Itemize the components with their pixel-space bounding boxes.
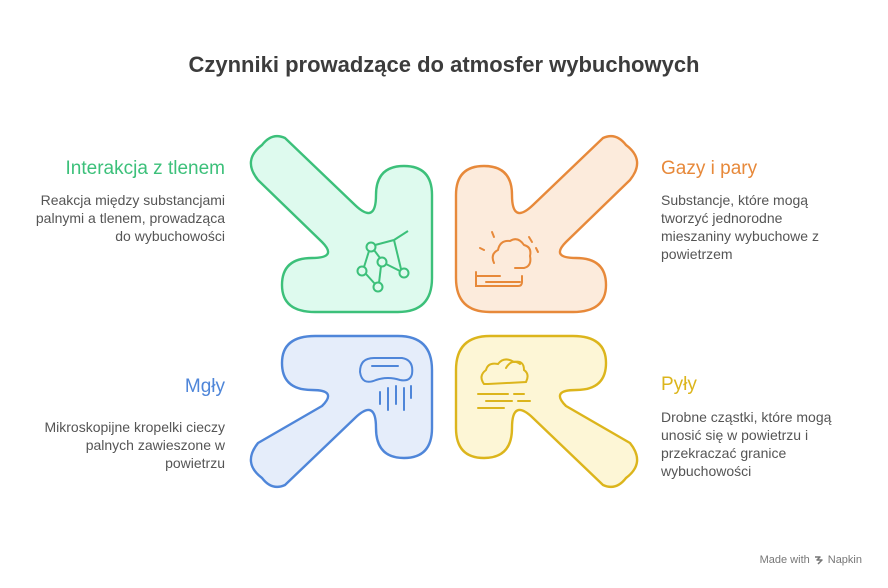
- arrow-top-left: [249, 134, 434, 314]
- description-dusts: Drobne cząstki, które mogą unosić się w …: [661, 409, 832, 479]
- arrow-top-right: [454, 134, 639, 314]
- heading-mists: Mgły: [184, 376, 225, 397]
- description-oxygen-interaction: Reakcja między substancjami palnymi a tl…: [35, 192, 225, 244]
- napkin-logo-icon: [814, 556, 823, 565]
- heading-gases-vapors: Gazy i pary: [661, 158, 758, 179]
- footer-credit: Made with Napkin: [760, 554, 862, 566]
- made-with-label: Made with: [759, 554, 810, 566]
- heading-dusts: Pyły: [661, 374, 697, 395]
- dust-cloud-icon: [477, 358, 531, 409]
- arrow-bottom-left: [249, 334, 434, 489]
- heading-oxygen-interaction: Interakcja z tlenem: [65, 158, 225, 179]
- arrow-bottom-right: [454, 334, 639, 489]
- description-gases-vapors: Substancje, które mogą tworzyć jednorodn…: [661, 192, 819, 262]
- page-title: Czynniki prowadzące do atmosfer wybuchow…: [188, 52, 700, 77]
- mist-icon: [358, 357, 414, 411]
- napkin-brand-label: Napkin: [827, 554, 862, 566]
- description-mists: Mikroskopijne kropelki cieczy palnych za…: [44, 419, 225, 471]
- vapor-icon: [475, 231, 539, 287]
- molecule-icon: [356, 230, 410, 293]
